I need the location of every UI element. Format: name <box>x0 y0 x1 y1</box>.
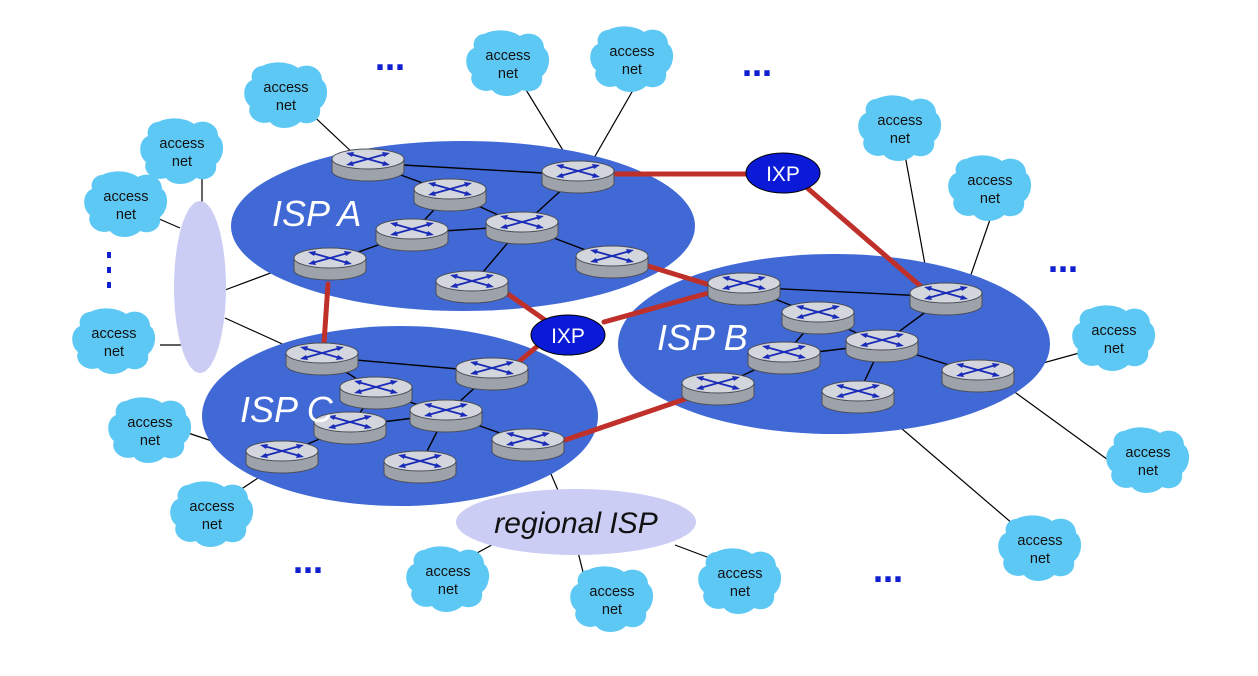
peering-links <box>321 171 928 443</box>
router-icon <box>285 342 359 376</box>
access-net-cloud: access net <box>948 155 1032 221</box>
access-net-label: net <box>172 154 192 170</box>
isp-b-label: ISP B <box>657 317 748 358</box>
access-net-label: access <box>159 136 204 152</box>
router-icon <box>245 440 319 474</box>
access-net-cloud: access net <box>998 515 1082 581</box>
access-net-cloud: access net <box>406 546 490 612</box>
router-icon <box>707 272 781 306</box>
access-net-cloud: access net <box>466 30 550 96</box>
router-icon <box>331 148 405 182</box>
router-icon <box>575 245 649 279</box>
access-net-label: access <box>717 566 762 582</box>
router-icon <box>383 450 457 484</box>
router-icon <box>941 359 1015 393</box>
router-icon <box>435 270 509 304</box>
access-net-label: access <box>91 326 136 342</box>
svg-text:…: … <box>375 43 405 78</box>
access-net-label: access <box>1017 533 1062 549</box>
regional-isp-cloud <box>456 489 696 555</box>
access-net-cloud: access net <box>1106 427 1190 493</box>
access-net-cloud: access net <box>570 566 654 632</box>
access-net-cloud: access net <box>698 548 782 614</box>
access-net-cloud: access net <box>72 308 156 374</box>
access-net-label: access <box>425 564 470 580</box>
access-net-cloud: access net <box>244 62 328 128</box>
access-net-label: net <box>890 131 910 147</box>
access-net-label: net <box>104 344 124 360</box>
access-net-label: access <box>967 173 1012 189</box>
left-regional-isp <box>174 201 226 373</box>
router-icon <box>409 399 483 433</box>
access-net-label: net <box>438 582 458 598</box>
router-icon <box>491 428 565 462</box>
router-icon <box>821 380 895 414</box>
ixp-2: IXP <box>530 314 606 356</box>
router-icon <box>339 376 413 410</box>
access-net-cloud: access net <box>590 26 674 92</box>
svg-text:…: … <box>873 555 903 590</box>
regional-isp-label: regional ISP <box>494 507 657 540</box>
svg-text:…: … <box>293 546 323 581</box>
access-net-label: net <box>1030 551 1050 567</box>
access-net-label: net <box>202 517 222 533</box>
access-net-label: net <box>622 62 642 78</box>
access-net-clouds: accessnetaccessnetaccessnetaccessnetacce… <box>72 26 1190 632</box>
ellipsis-marks: … … … … … <box>293 43 1078 590</box>
access-net-label: access <box>127 415 172 431</box>
access-net-label: net <box>1104 341 1124 357</box>
vertical-ellipsis <box>107 252 111 288</box>
access-net-label: net <box>602 602 622 618</box>
access-net-label: net <box>980 191 1000 207</box>
access-net-label: access <box>877 113 922 129</box>
access-net-label: access <box>485 48 530 64</box>
router-icon <box>541 160 615 194</box>
access-net-label: net <box>498 66 518 82</box>
ixp-1: IXP <box>745 152 821 194</box>
router-icon <box>455 357 529 391</box>
access-net-cloud: access net <box>858 95 942 161</box>
isp-c-label: ISP C <box>240 389 334 430</box>
access-net-cloud: access net <box>108 397 192 463</box>
svg-text:IXP: IXP <box>551 325 585 348</box>
router-icon <box>781 301 855 335</box>
isp-a-label: ISP A <box>272 193 361 234</box>
router-icon <box>293 247 367 281</box>
svg-text:…: … <box>1048 245 1078 280</box>
access-net-label: net <box>1138 463 1158 479</box>
access-net-cloud: access net <box>84 171 168 237</box>
access-net-cloud: access net <box>1072 305 1156 371</box>
router-icon <box>375 218 449 252</box>
access-net-cloud: access net <box>140 118 224 184</box>
router-icon <box>485 211 559 245</box>
access-net-label: access <box>609 44 654 60</box>
router-icon <box>681 372 755 406</box>
access-net-label: access <box>1125 445 1170 461</box>
access-net-cloud: access net <box>170 481 254 547</box>
access-net-label: net <box>116 207 136 223</box>
access-net-label: net <box>140 433 160 449</box>
access-net-label: net <box>730 584 750 600</box>
router-icon <box>413 178 487 212</box>
access-net-label: access <box>1091 323 1136 339</box>
router-icon <box>845 329 919 363</box>
access-net-label: access <box>589 584 634 600</box>
svg-text:IXP: IXP <box>766 163 800 186</box>
access-net-label: access <box>263 80 308 96</box>
access-net-label: access <box>189 499 234 515</box>
router-icon <box>747 341 821 375</box>
access-net-label: access <box>103 189 148 205</box>
access-net-label: net <box>276 98 296 114</box>
svg-text:…: … <box>742 49 772 84</box>
router-icon <box>909 282 983 316</box>
